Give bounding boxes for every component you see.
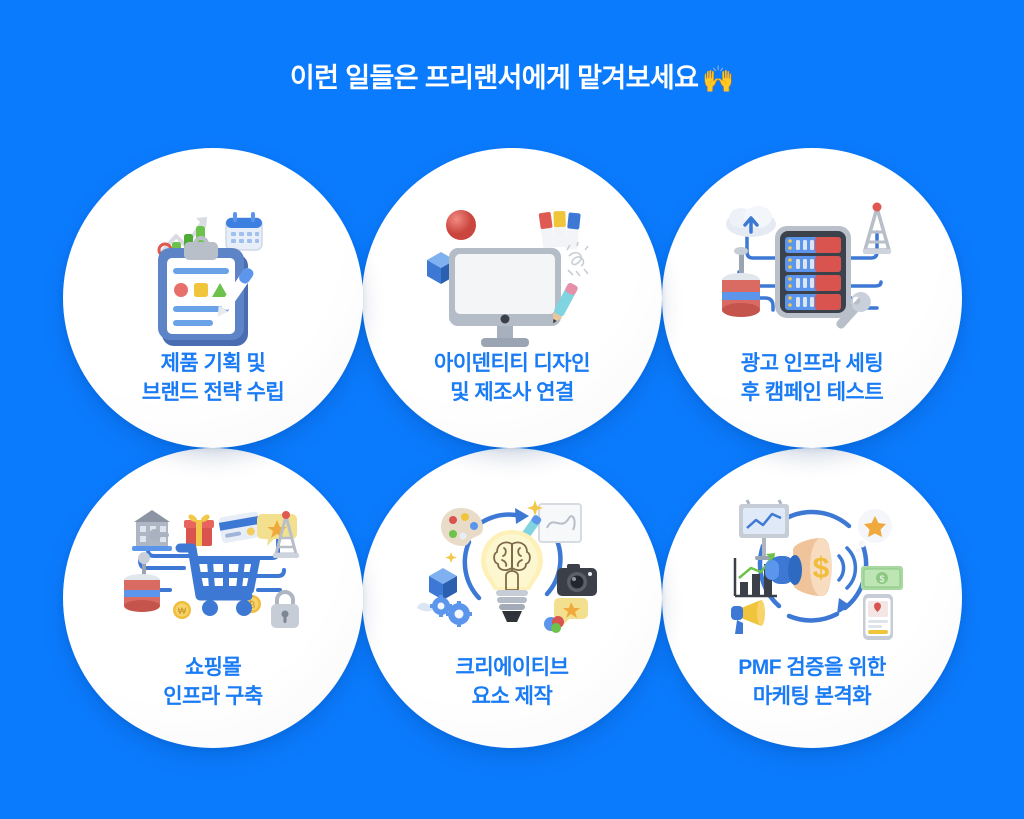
headline-text: 이런 일들은 프리랜서에게 맡겨보세요 [289, 63, 699, 93]
megaphone-marketing-icon: $ [717, 490, 907, 640]
card-pmf-marketing[interactable]: $ [662, 448, 962, 748]
card-identity-design[interactable]: 아이덴티티 디자인 및 제조사 연결 [362, 148, 662, 448]
shopping-cart-commerce-icon: ₩ ₿ [118, 490, 308, 640]
page-title: 이런 일들은 프리랜서에게 맡겨보세요🙌 [289, 62, 735, 96]
lightbulb-brain-creative-icon [417, 490, 607, 640]
headline-container: 이런 일들은 프리랜서에게 맡겨보세요🙌 [0, 62, 1024, 96]
card-ad-infrastructure[interactable]: 광고 인프라 세팅 후 캠페인 테스트 [662, 148, 962, 448]
card-shopping-mall[interactable]: ₩ ₿ [63, 448, 363, 748]
card-label: 아이덴티티 디자인 및 제조사 연결 [434, 352, 590, 404]
monitor-design-tools-icon [417, 190, 607, 347]
card-label: 광고 인프라 세팅 후 캠페인 테스트 [740, 352, 884, 404]
svg-text:$: $ [879, 574, 884, 584]
svg-text:₿: ₿ [249, 600, 256, 610]
svg-text:₩: ₩ [178, 606, 187, 616]
svg-text:$: $ [813, 552, 830, 585]
card-creative-assets[interactable]: 크리에이티브 요소 제작 [362, 448, 662, 748]
card-label: PMF 검증을 위한 마케팅 본격화 [738, 656, 886, 708]
card-label: 쇼핑몰 인프라 구축 [163, 656, 263, 708]
card-label: 제품 기획 및 브랜드 전략 수립 [141, 352, 285, 404]
raising-hands-emoji-icon: 🙌 [702, 64, 735, 94]
card-product-planning[interactable]: 제품 기획 및 브랜드 전략 수립 [63, 148, 363, 448]
server-rack-network-icon [717, 190, 907, 340]
clipboard-chart-calendar-icon [118, 190, 308, 346]
card-label: 크리에이티브 요소 제작 [455, 656, 569, 708]
